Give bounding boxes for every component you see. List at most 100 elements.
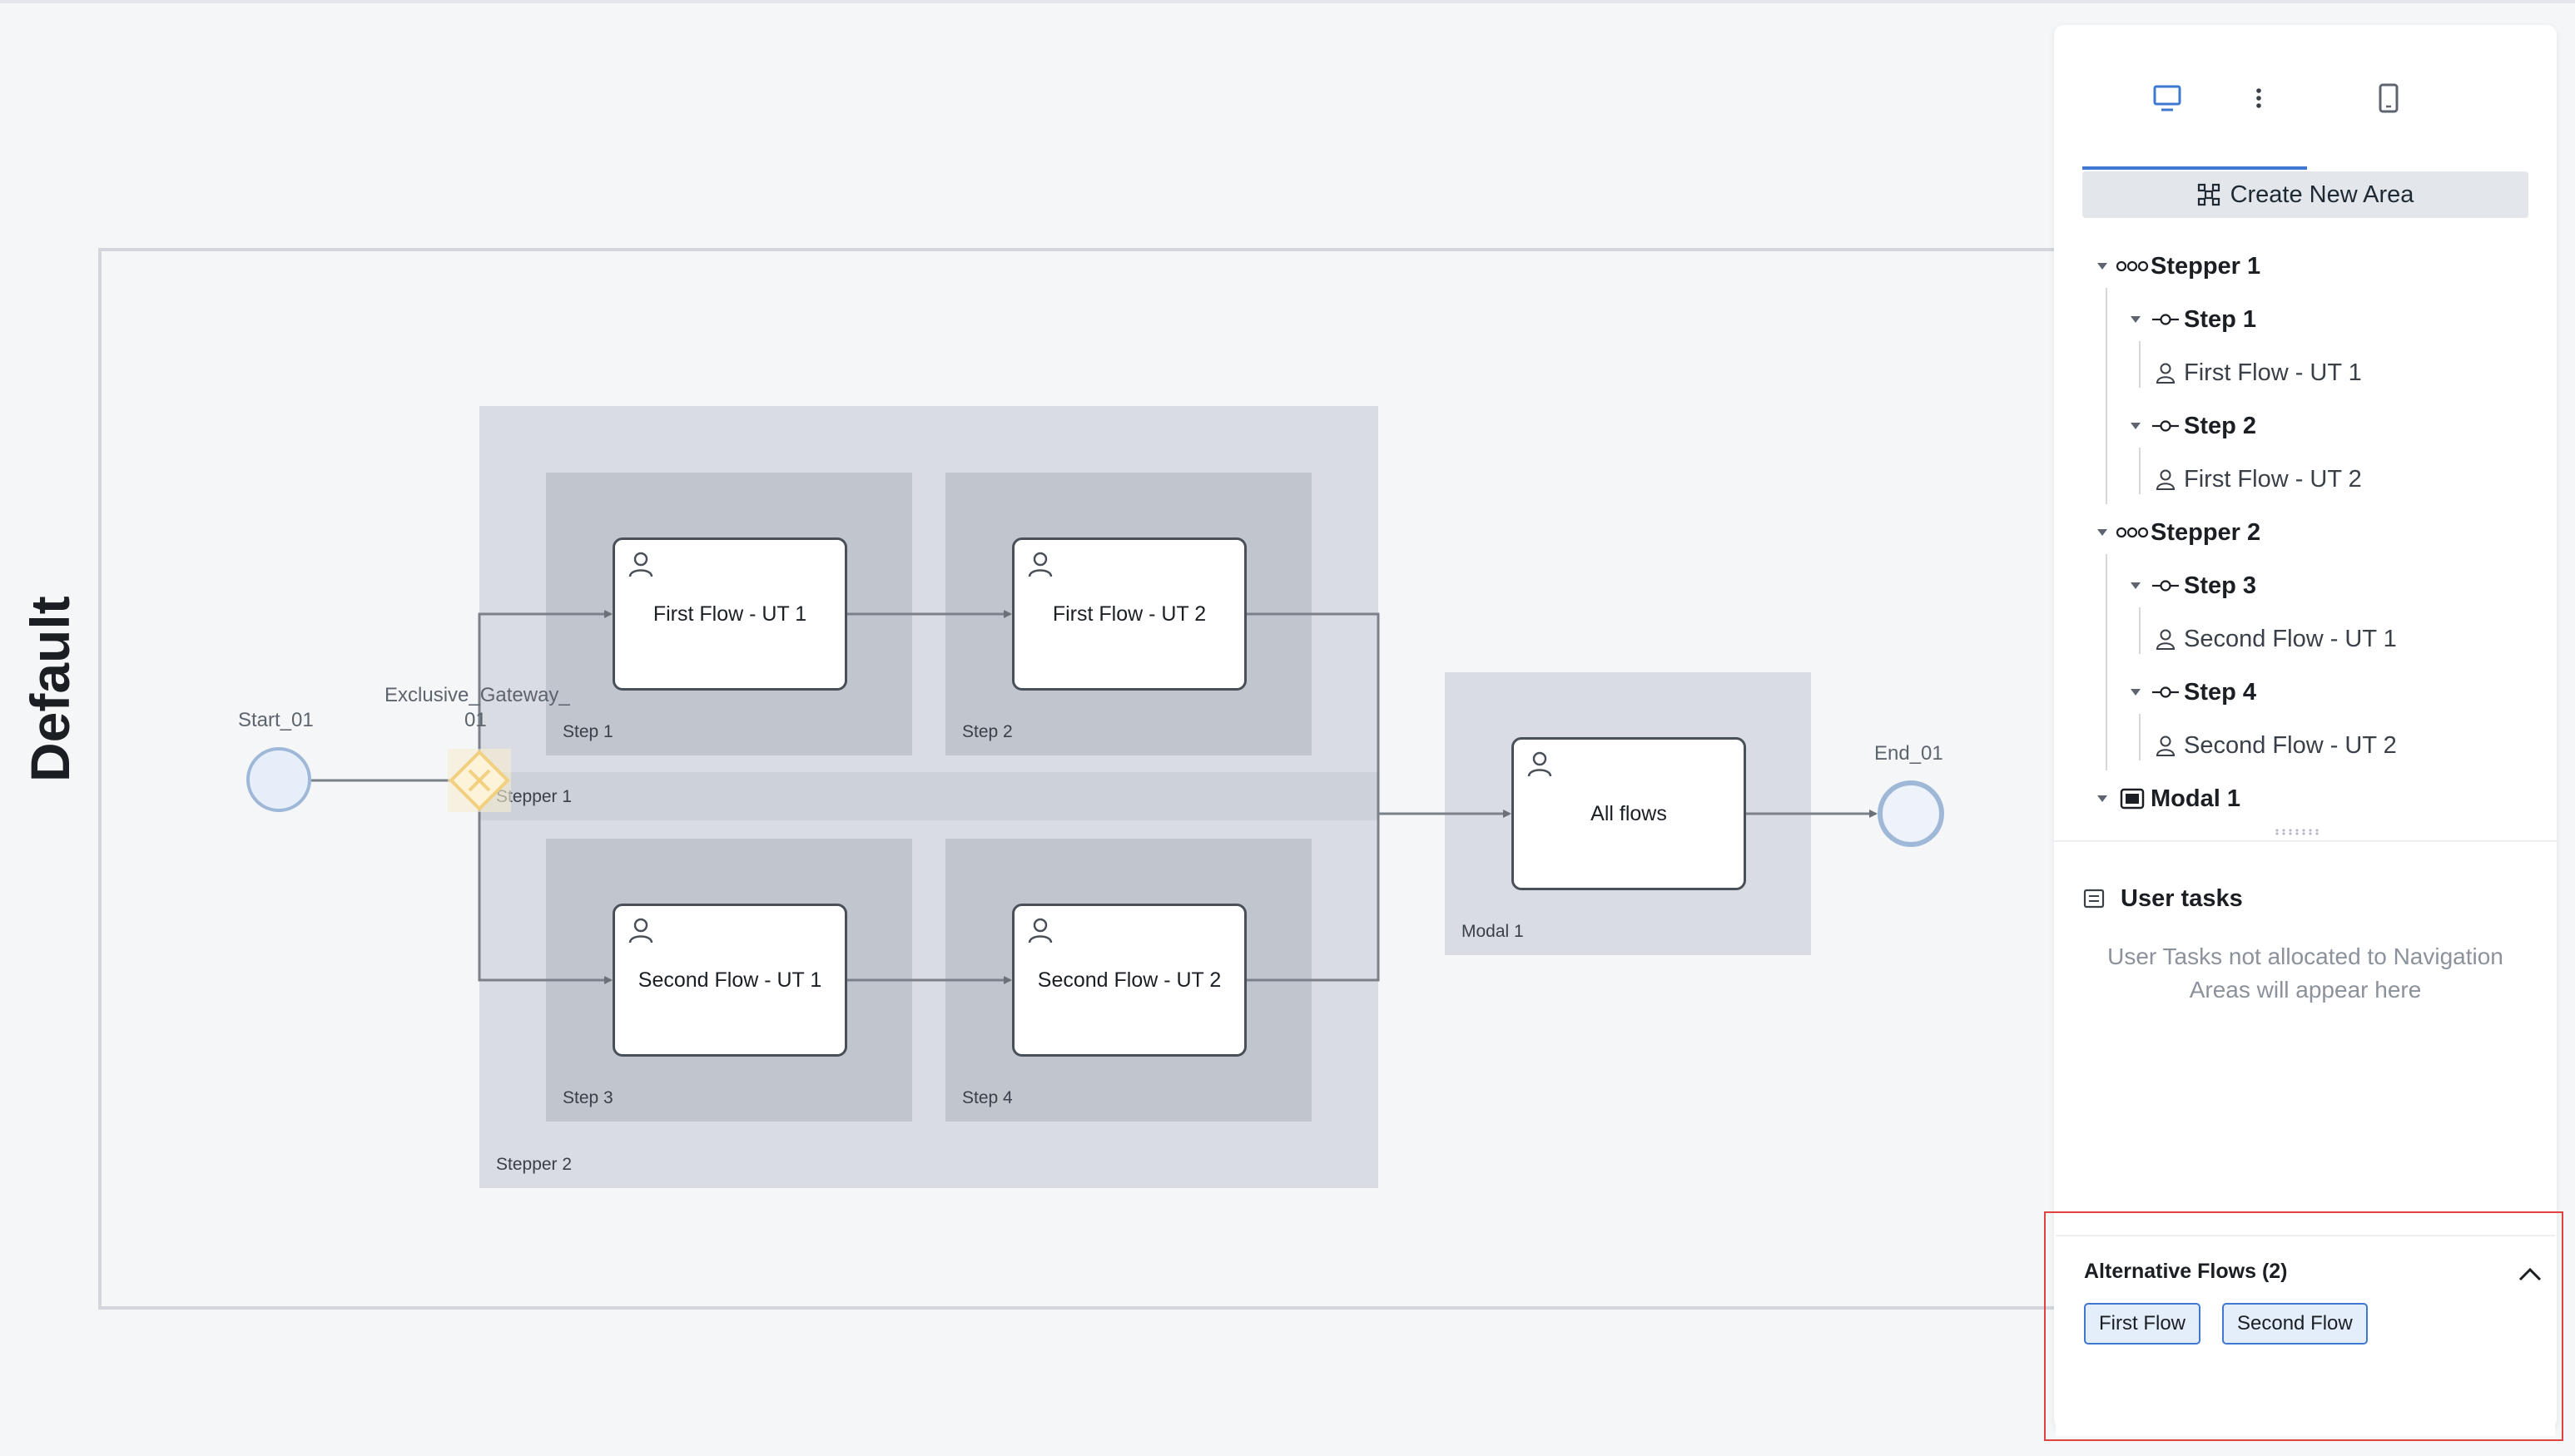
end-event[interactable] xyxy=(1878,780,1944,847)
flow-gateway-ut3 xyxy=(478,804,613,984)
task-label: First Flow - UT 1 xyxy=(652,602,807,626)
step-2-label: Step 2 xyxy=(962,722,1013,741)
monitor-icon xyxy=(2153,85,2181,111)
alternative-flows-title: Alternative Flows (2) xyxy=(2084,1260,2288,1283)
tree-item-step-2[interactable]: Step 2 xyxy=(2124,403,2256,449)
tree-item-second-flow-ut1[interactable]: Second Flow - UT 1 xyxy=(2147,616,2397,662)
chip-first-flow[interactable]: First Flow xyxy=(2084,1303,2200,1345)
step-icon xyxy=(2147,579,2184,592)
tab-mobile-view[interactable] xyxy=(2347,75,2430,121)
start-event[interactable] xyxy=(246,747,311,812)
tree-item-stepper-2[interactable]: Stepper 2 xyxy=(2091,509,2260,556)
tree-label: Step 4 xyxy=(2184,678,2257,706)
active-tab-indicator xyxy=(2082,166,2307,170)
alternative-flows-body: Alternative Flows (2) First Flow Second … xyxy=(2056,1235,2555,1436)
caret-down-icon[interactable] xyxy=(2124,422,2147,430)
task-label: Second Flow - UT 2 xyxy=(1037,968,1222,992)
end-label: End_01 xyxy=(1874,742,1943,765)
stepper-2-label: Stepper 2 xyxy=(496,1155,573,1174)
tree-label: First Flow - UT 1 xyxy=(2184,359,2362,386)
mobile-icon xyxy=(2379,83,2399,113)
tree-label: Step 3 xyxy=(2184,572,2257,599)
exclusive-gateway[interactable] xyxy=(448,749,511,812)
task-first-flow-ut2[interactable]: First Flow - UT 2 xyxy=(1012,537,1247,691)
step-icon xyxy=(2147,313,2184,326)
flow-ut4-merge xyxy=(1247,814,1380,982)
step-1-label: Step 1 xyxy=(563,722,613,741)
more-vertical-icon xyxy=(2256,88,2261,108)
area-icon xyxy=(2197,183,2220,206)
tree-guide xyxy=(2106,288,2107,504)
tree-label: Second Flow - UT 2 xyxy=(2184,731,2397,759)
caret-down-icon[interactable] xyxy=(2091,795,2114,803)
start-label: Start_01 xyxy=(238,709,314,731)
tree-item-step-3[interactable]: Step 3 xyxy=(2124,562,2256,609)
task-label: Second Flow - UT 1 xyxy=(638,968,822,992)
navigation-areas-panel: Create New Area Stepper 1 Step 1 First F… xyxy=(2054,25,2557,1429)
caret-down-icon[interactable] xyxy=(2124,315,2147,324)
step-icon xyxy=(2147,686,2184,699)
stepper-icon xyxy=(2114,527,2151,538)
user-icon xyxy=(1028,918,1053,943)
user-icon xyxy=(628,918,653,943)
resize-handle-icon[interactable] xyxy=(2274,829,2324,835)
step-4-label: Step 4 xyxy=(962,1088,1013,1107)
tree-item-step-4[interactable]: Step 4 xyxy=(2124,669,2256,716)
tree-item-step-1[interactable]: Step 1 xyxy=(2124,296,2256,343)
task-all-flows[interactable]: All flows xyxy=(1511,737,1746,890)
modal-1-label: Modal 1 xyxy=(1461,922,1524,941)
user-tasks-section: User tasks User Tasks not allocated to N… xyxy=(2054,840,2557,1225)
tree-item-first-flow-ut2[interactable]: First Flow - UT 2 xyxy=(2147,456,2362,503)
tree-guide xyxy=(2139,341,2141,388)
user-tasks-title: User tasks xyxy=(2121,885,2243,912)
stepper-1-band[interactable] xyxy=(479,772,1378,820)
step-3-label: Step 3 xyxy=(563,1088,613,1107)
stepper-1-label: Stepper 1 xyxy=(496,787,573,806)
tree-item-stepper-1[interactable]: Stepper 1 xyxy=(2091,243,2260,290)
task-label: All flows xyxy=(1590,801,1667,825)
gateway-label-line1: Exclusive_Gateway_ xyxy=(385,684,570,706)
step-icon xyxy=(2147,419,2184,433)
flow-gateway-ut1 xyxy=(478,610,613,757)
stepper-icon xyxy=(2114,260,2151,272)
task-second-flow-ut1[interactable]: Second Flow - UT 1 xyxy=(613,904,847,1057)
tab-more-options[interactable] xyxy=(2217,75,2300,121)
user-icon xyxy=(628,552,653,577)
user-icon xyxy=(1028,552,1053,577)
tree-label: Second Flow - UT 1 xyxy=(2184,625,2397,652)
view-tabs xyxy=(2082,75,2532,171)
caret-down-icon[interactable] xyxy=(2124,688,2147,696)
tree-guide xyxy=(2139,448,2141,494)
create-new-area-label: Create New Area xyxy=(2230,181,2414,208)
tree-label: Step 2 xyxy=(2184,412,2257,439)
tree-label: Stepper 2 xyxy=(2151,518,2261,546)
user-icon xyxy=(2147,362,2184,384)
tree-label: First Flow - UT 2 xyxy=(2184,465,2362,493)
tab-desktop-view[interactable] xyxy=(2126,75,2209,121)
tree-label: Modal 1 xyxy=(2151,785,2240,812)
caret-down-icon[interactable] xyxy=(2091,262,2114,270)
tree-item-second-flow-ut2[interactable]: Second Flow - UT 2 xyxy=(2147,722,2397,769)
gateway-label-line2: 01 xyxy=(464,709,487,731)
tree-item-first-flow-ut1[interactable]: First Flow - UT 1 xyxy=(2147,349,2362,396)
tree-label: Step 1 xyxy=(2184,305,2257,333)
user-icon xyxy=(2147,468,2184,490)
top-border xyxy=(0,0,2575,3)
user-icon xyxy=(2147,735,2184,756)
areas-tree: Stepper 1 Step 1 First Flow - UT 1 Step … xyxy=(2082,241,2532,840)
caret-down-icon[interactable] xyxy=(2124,582,2147,590)
task-first-flow-ut1[interactable]: First Flow - UT 1 xyxy=(613,537,847,691)
user-icon xyxy=(2147,628,2184,650)
task-label: First Flow - UT 2 xyxy=(1052,602,1207,626)
tree-item-modal-1[interactable]: Modal 1 xyxy=(2091,775,2240,822)
chevron-up-icon[interactable] xyxy=(2515,1260,2545,1290)
alternative-flows-section: Alternative Flows (2) First Flow Second … xyxy=(2044,1211,2563,1441)
caret-down-icon[interactable] xyxy=(2091,528,2114,537)
user-icon xyxy=(1527,751,1552,777)
chip-second-flow[interactable]: Second Flow xyxy=(2222,1303,2368,1345)
tree-guide xyxy=(2106,554,2107,770)
create-new-area-button[interactable]: Create New Area xyxy=(2082,171,2528,218)
task-second-flow-ut2[interactable]: Second Flow - UT 2 xyxy=(1012,904,1247,1057)
